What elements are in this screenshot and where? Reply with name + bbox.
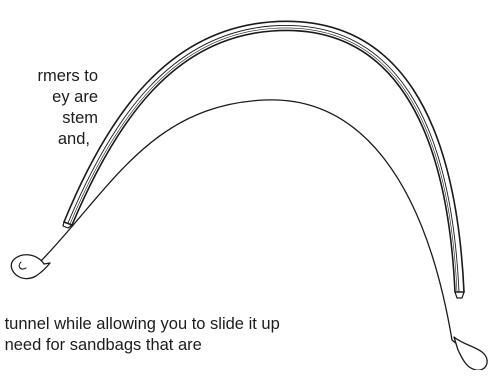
text-line: stem	[62, 109, 98, 127]
text-line: tunnel while allowing you to slide it up	[0, 315, 280, 333]
description-text-fragment-top: rmers to ey are stem and,	[37, 66, 98, 171]
tunnel-hoop	[62, 20, 465, 299]
text-line: rmers to	[37, 67, 98, 85]
text-line: ey are	[52, 88, 98, 106]
ground-loop-left	[10, 254, 51, 280]
retaining-wire	[39, 99, 479, 363]
ground-loop-right	[453, 336, 488, 370]
text-line: and,	[57, 130, 90, 148]
description-text-fragment-bottom: tunnel while allowing you to slide it up…	[0, 314, 280, 377]
text-line: need for sandbags that are	[0, 336, 202, 354]
